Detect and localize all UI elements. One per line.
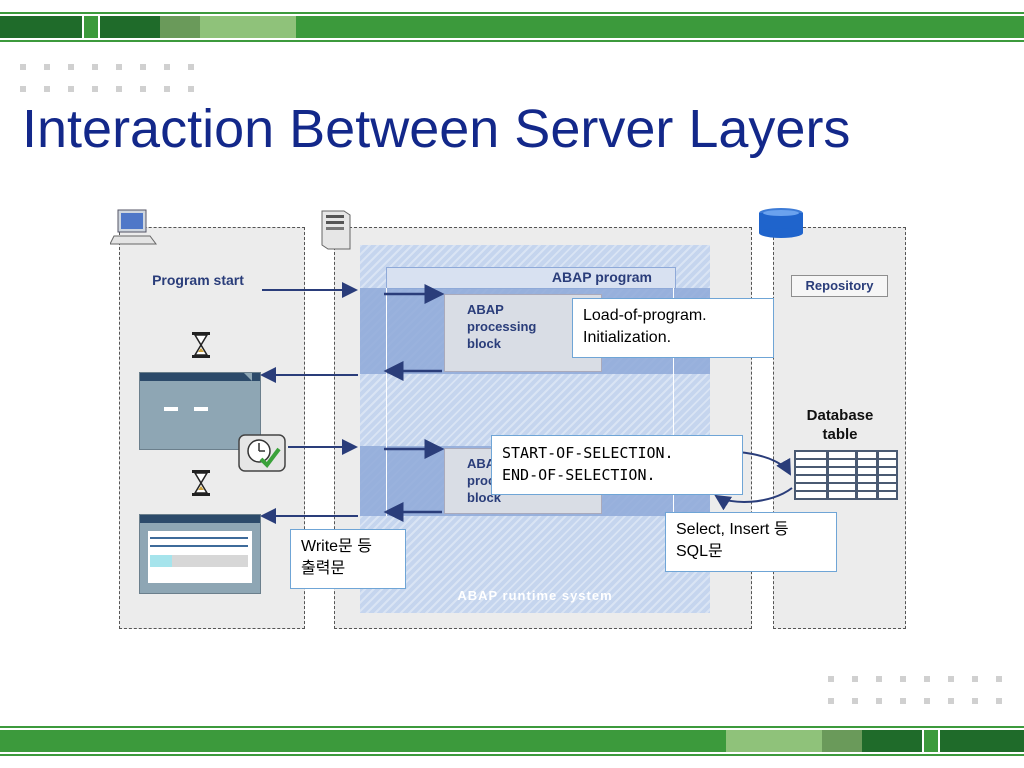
database-table-grid: [794, 450, 898, 500]
database-table-label: Database table: [806, 407, 874, 443]
top-bar-segment: [200, 16, 296, 38]
hourglass-icon: [192, 470, 210, 496]
program-start-label: Program start: [152, 272, 244, 288]
computer-icon: [110, 209, 157, 245]
top-bar-segment: [296, 16, 1024, 38]
database-icon: [759, 208, 803, 238]
callout-load-of-program: Load-of-program. Initialization.: [572, 298, 774, 358]
sql-arrow: [737, 451, 791, 476]
callout-write: Write문 등 출력문: [290, 529, 406, 589]
top-bar-line: [0, 40, 1024, 42]
screen-window: [139, 372, 261, 450]
bottom-bar-line: [0, 754, 1024, 756]
callout-line: 출력문: [301, 560, 346, 577]
callout-sql: Select, Insert 등 SQL문: [665, 512, 837, 572]
abap-program-label: ABAP program: [551, 269, 652, 285]
top-bar-line: [0, 12, 1024, 14]
callout-line: START-OF-SELECTION.: [502, 444, 674, 462]
callout-line: Select, Insert 등: [676, 521, 789, 538]
bottom-bar-line: [0, 726, 1024, 728]
abap-processing-block-label: ABAP processing block: [467, 302, 537, 351]
clock-check-icon: [238, 434, 286, 472]
abap-runtime-system-label: ABAP runtime system: [457, 588, 613, 603]
callout-line: Load-of-program.: [583, 307, 707, 324]
callout-line: SQL문: [676, 543, 723, 560]
bottom-bar-segment: [726, 730, 822, 752]
callout-line: Write문 등: [301, 538, 372, 555]
bottom-bar-segment: [822, 730, 862, 752]
callout-line: Initialization.: [583, 329, 672, 346]
abap-program-frame: [386, 288, 674, 516]
bottom-bar-segment: [924, 730, 938, 752]
callout-start-of-selection: START-OF-SELECTION. END-OF-SELECTION.: [491, 435, 743, 495]
page-title: Interaction Between Server Layers: [22, 99, 851, 159]
bottom-bar-segment: [940, 730, 1024, 752]
top-bar-segment: [0, 16, 82, 38]
server-icon: [321, 210, 351, 250]
top-bar-segment: [160, 16, 200, 38]
sql-arrow: [714, 487, 793, 511]
top-bar-segment: [100, 16, 160, 38]
bottom-bar-segment: [862, 730, 922, 752]
hourglass-icon: [192, 332, 210, 358]
callout-line: END-OF-SELECTION.: [502, 466, 656, 484]
bottom-bar-segment: [0, 730, 726, 752]
top-bar-segment: [84, 16, 98, 38]
repository-box: Repository: [791, 275, 888, 297]
list-output-window: [139, 514, 261, 594]
